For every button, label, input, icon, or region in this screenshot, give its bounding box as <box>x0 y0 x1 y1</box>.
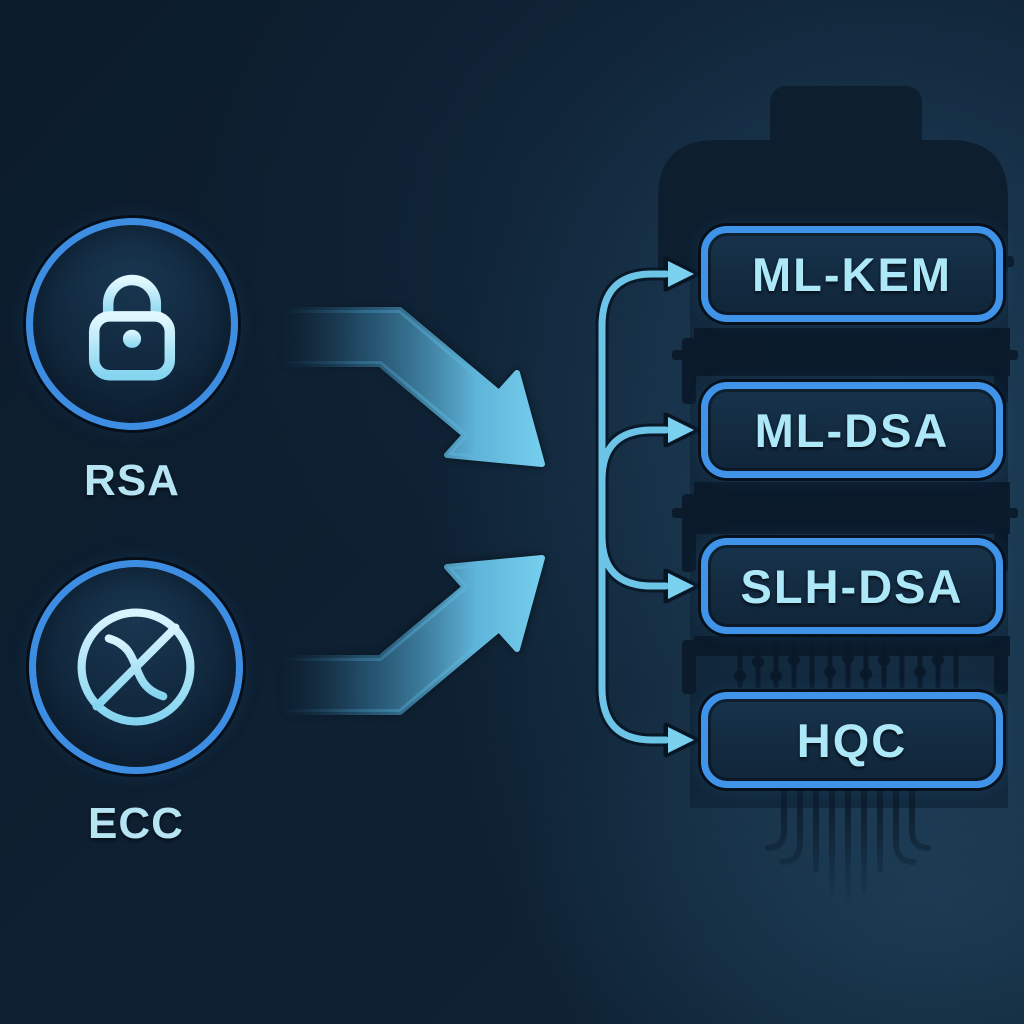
lock-icon <box>88 274 176 381</box>
target-box-hqc: HQC <box>701 692 1003 788</box>
source-label-rsa: RSA <box>84 456 180 505</box>
source-label-ecc: ECC <box>88 799 184 848</box>
target-box-label: HQC <box>796 713 908 767</box>
target-box-label: ML-DSA <box>754 403 950 457</box>
target-box-slh-dsa: SLH-DSA <box>701 538 1003 634</box>
source-circle-ecc <box>29 560 243 774</box>
hanging-wires <box>765 789 931 905</box>
flow-arrows <box>279 307 545 715</box>
flow-arrow-bottom <box>279 555 545 715</box>
target-box-ml-dsa: ML-DSA <box>701 382 1003 478</box>
target-box-label: SLH-DSA <box>740 559 964 613</box>
source-circle-rsa <box>26 218 238 430</box>
flow-arrow-top <box>279 307 545 467</box>
elliptic-curve-icon <box>77 608 195 726</box>
target-box-ml-kem: ML-KEM <box>701 226 1003 322</box>
target-box-label: ML-KEM <box>752 247 952 301</box>
